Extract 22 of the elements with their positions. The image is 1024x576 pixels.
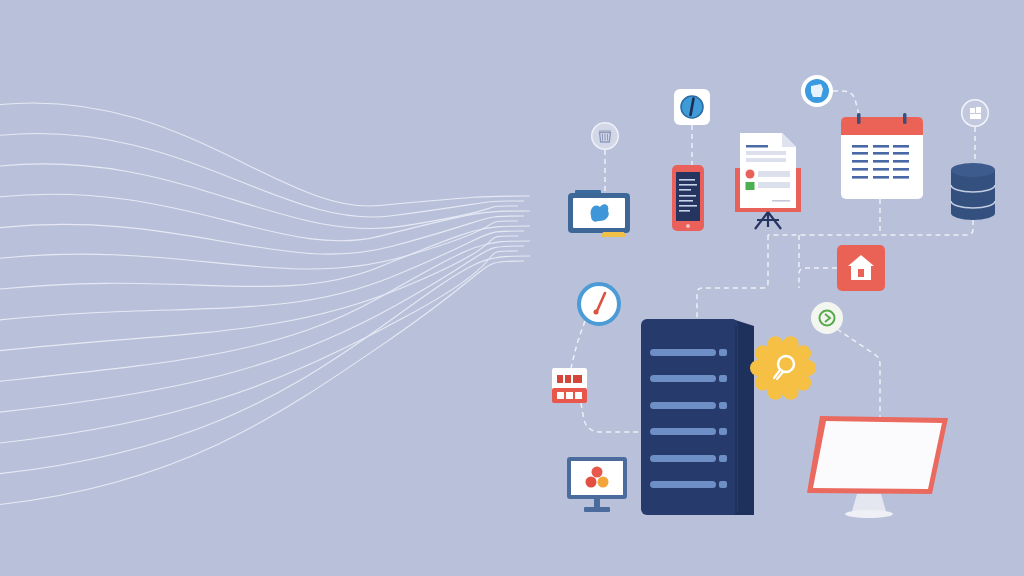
dashed-connector (836, 328, 881, 418)
clock-icon (577, 282, 621, 326)
monitor-icon (566, 456, 628, 514)
smartphone-icon (672, 165, 704, 231)
date-tile-icon (551, 367, 588, 404)
home-icon (837, 245, 885, 291)
dashed-connector (604, 149, 606, 194)
compass-icon (674, 89, 710, 125)
gear-icon (749, 334, 817, 402)
document-easel-icon (734, 132, 802, 232)
dashed-connector (570, 320, 586, 369)
dashed-connector (691, 124, 693, 166)
basket-icon (591, 122, 619, 150)
package-icon (961, 99, 989, 127)
tablet-icon (567, 190, 631, 238)
calendar-icon (840, 113, 924, 201)
disc-icon (801, 75, 833, 107)
computer-monitor (805, 414, 951, 520)
dashed-connector (832, 90, 860, 116)
refresh-icon (811, 302, 843, 334)
dashed-connector (580, 402, 641, 433)
database-icon (951, 163, 995, 220)
